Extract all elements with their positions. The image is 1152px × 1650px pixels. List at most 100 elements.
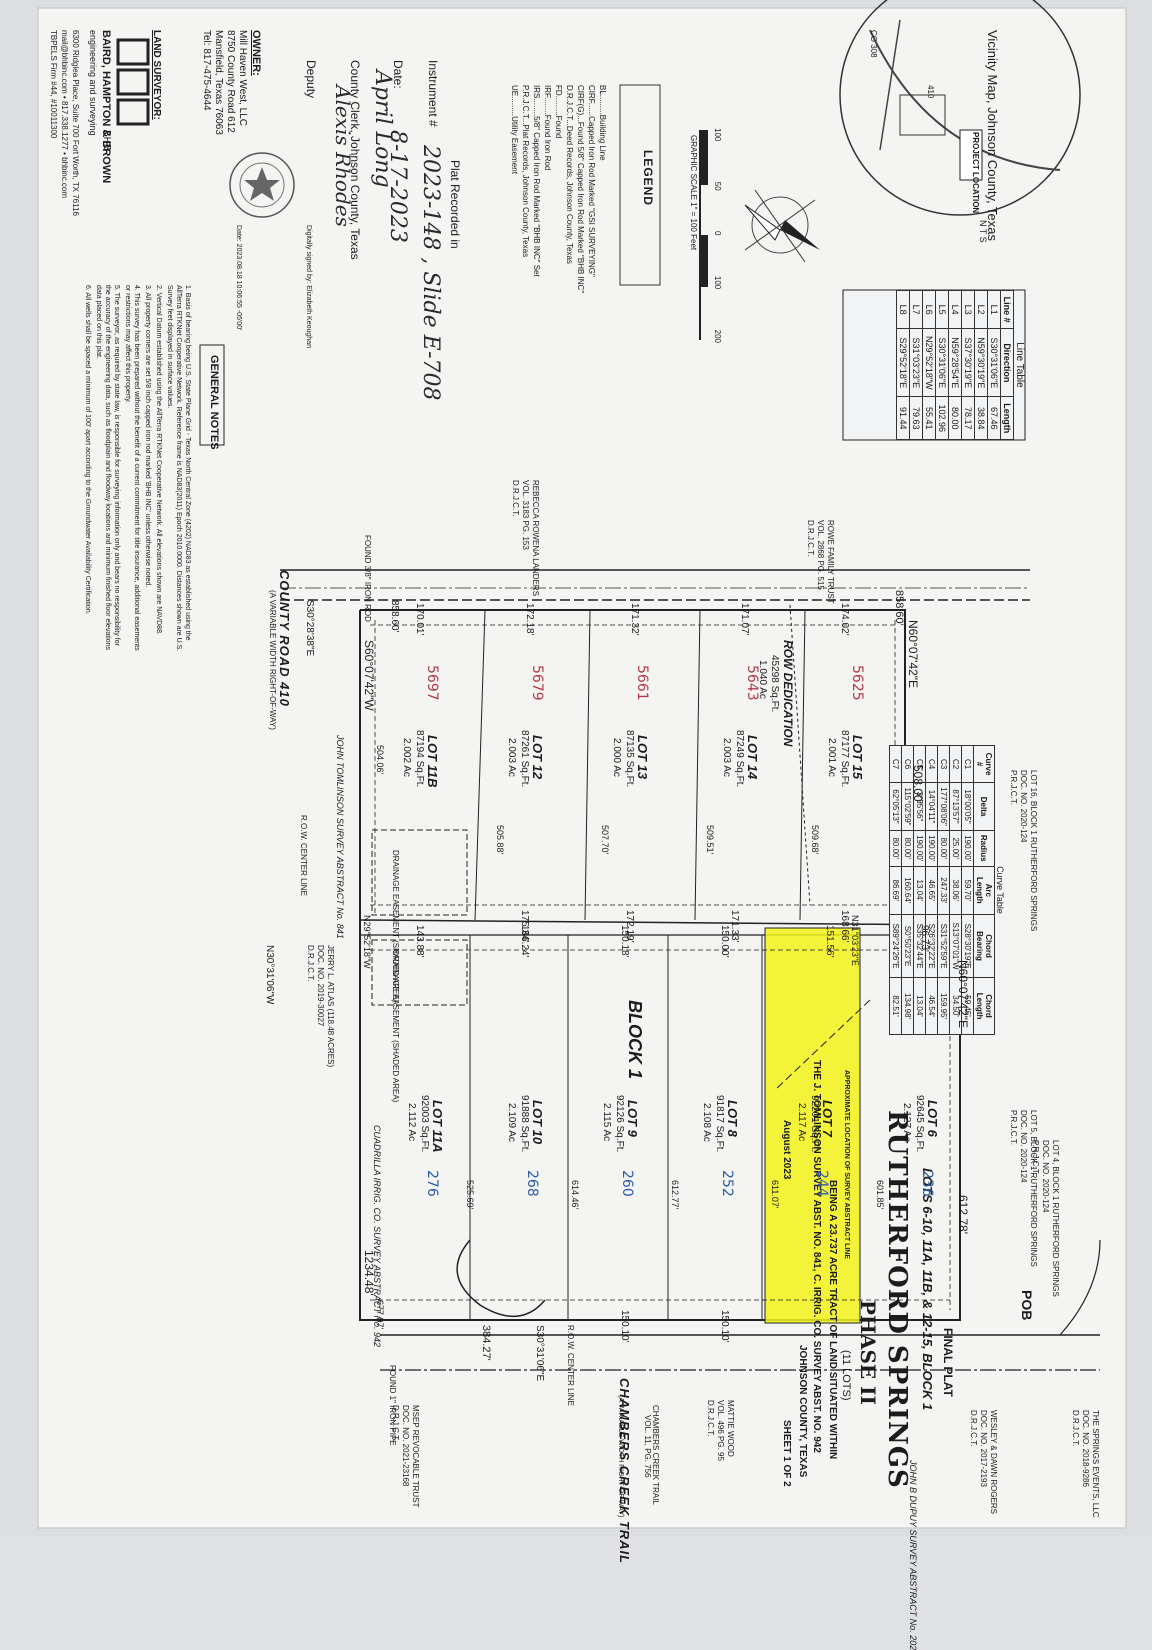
curve-table-cell: S89°24'26"E	[889, 914, 902, 978]
row-dedication-ac: 1.040 Ac	[757, 660, 768, 699]
owner-line: 8750 County Road 612	[225, 30, 236, 133]
curve-table-cell: 159.95'	[937, 977, 950, 1035]
adjoiner-name: LOT 16, BLOCK 1 RUTHERFORD SPRINGS	[1029, 770, 1038, 932]
legend-item: CIRF(G)...Found 5/8" Capped Iron Rod Mar…	[576, 85, 585, 294]
frontage-mid: 171.33'	[729, 910, 740, 943]
line-table-cell: S31°03'23"E	[909, 328, 923, 397]
adjoiner-record: DOC. NO. 2020-124	[1041, 1140, 1050, 1213]
lot-sqft: 87194 Sq.Ft.	[414, 730, 425, 788]
frontage-low: 166.24'	[519, 925, 530, 958]
curve-table-cell: 134.98'	[901, 977, 914, 1035]
surveyor-label: LAND SURVEYOR:	[151, 30, 162, 120]
lot-acres: 2.115 Ac	[601, 1103, 612, 1142]
vicinity-road-co308: CO 308	[869, 30, 878, 58]
line-table-cell: 91.44	[896, 396, 910, 440]
line-table-cell: L8	[896, 290, 910, 329]
lot-sqft: 92201 Sq.Ft.	[809, 1095, 820, 1153]
line-table-cell: L1	[987, 290, 1001, 329]
curve-table-cell: 190.00'	[913, 830, 926, 867]
instrument-value: 2023-148 , Slide E-708	[418, 145, 443, 401]
lot-acres: 2.003 Ac	[506, 738, 517, 777]
curve-table-cell: C3	[937, 745, 950, 783]
west-bearing: S60°07'42"W	[362, 640, 376, 711]
curve-table-cell: 13.04'	[913, 977, 926, 1035]
curve-table-cell: C7	[889, 745, 902, 783]
row-dedication-sqft: 45298 Sq.Ft.	[769, 655, 780, 713]
frontage-low: 150.18'	[619, 925, 630, 958]
curve-table-header: Curve #	[973, 745, 995, 783]
row-dedication-title: ROW DEDICATION	[781, 640, 795, 747]
pob-label: POB	[1019, 1290, 1035, 1321]
county-seal	[229, 152, 295, 218]
lot-depth: 677.97'	[375, 1300, 385, 1330]
found-rod-label: FOUND 3/8" IRON ROD	[363, 535, 372, 622]
lot-depth: 611.07'	[770, 1180, 780, 1209]
line-table-cell: 78.17	[961, 396, 975, 440]
block-label: BLOCK 1	[625, 1000, 645, 1080]
line-table-cell: S29°52'18"E	[896, 328, 910, 397]
title-sheet: SHEET 1 OF 2	[781, 1420, 792, 1487]
chambers-plat-rec: VOL. 11, PG. 756	[643, 1415, 652, 1478]
lot-address: 244	[814, 1170, 830, 1197]
lot-depth: 601.85'	[875, 1180, 885, 1210]
lot-acres: 2.117 Ac	[796, 1103, 807, 1142]
adjoiner-record: DOC. NO. 2020-124	[1019, 770, 1028, 843]
title-name1: RUTHERFORD SPRINGS	[882, 1110, 912, 1489]
lot-address: 252	[719, 1170, 735, 1197]
county-road-label: COUNTY ROAD 410	[277, 570, 292, 707]
lot-sqft: 87177 Sq.Ft.	[839, 730, 850, 788]
lot-acres: 2.109 Ac	[506, 1103, 517, 1142]
chambers-plat-name: CHAMBERS CREEK TRAIL	[651, 1405, 660, 1505]
curve-table-cell: 160.64'	[901, 866, 914, 915]
found-pipe-label: FOUND 1" IRON PIPE	[388, 1365, 397, 1446]
north-boundary-length: 508.00'	[911, 765, 925, 804]
line-table-header: Direction	[1000, 328, 1014, 397]
frontage-top: 171.32'	[629, 603, 640, 636]
line-table-cell: N59°30'19"E	[974, 328, 988, 397]
general-note: 5. The surveyor, as required by state la…	[95, 285, 120, 650]
curve-table-cell: 14°04'11"	[925, 782, 938, 831]
general-note: 2. Vertical Datum established using the …	[155, 285, 162, 635]
curve-table-cell: 82.51'	[889, 977, 902, 1035]
county-road-inner-length: 858.60'	[389, 600, 400, 633]
lot-name: LOT 7	[820, 1100, 835, 1137]
legend-item: CIRF......Capped Iron Rod Marked "GSI SU…	[587, 85, 596, 277]
lot-acres: 2.112 Ac	[406, 1103, 417, 1142]
lot-name: LOT 6	[925, 1100, 940, 1137]
line-table-header: Length	[1000, 396, 1014, 440]
curve-table-cell: C4	[925, 745, 938, 783]
deputy-label: Deputy	[304, 60, 318, 99]
lot-acres: 2.003 Ac	[721, 738, 732, 777]
lot-sqft: 87249 Sq.Ft.	[734, 730, 745, 788]
lot-depth: 505.88'	[495, 825, 505, 855]
adjoiner-name: JERRY L. ATLAS (118.48 ACRES)	[326, 945, 335, 1068]
chambers-bearing: S30°31'06"E	[534, 1325, 545, 1382]
lot-address: 5625	[849, 665, 865, 701]
adjoiner-record2: D.R.J.C.T.	[306, 945, 315, 982]
lot-address: 268	[524, 1170, 540, 1197]
line-table-cell: 38.84	[974, 396, 988, 440]
drainage-label-2: DRAINAGE EASEMENT (SHADED AREA)	[391, 950, 400, 1103]
legend-item: P.R.J.C.T...Plat Records, Johnson County…	[521, 85, 530, 258]
adjoiner-record: DOC. NO. 2021-23168	[401, 1405, 410, 1487]
lot-depth: 507.70'	[600, 825, 610, 855]
lot-address: 276	[424, 1170, 440, 1197]
curve-table-title: Curve Table	[995, 866, 1005, 914]
line-table-cell: S37°30'19"E	[961, 328, 975, 397]
frontage-top: 174.02'	[839, 603, 850, 636]
curve-table-cell: 87°13'57"	[949, 782, 962, 831]
frontage-low: 143.88'	[414, 925, 425, 958]
owner-line: Mill Haven West, LLC	[237, 30, 248, 126]
lot-name: LOT 8	[725, 1100, 740, 1137]
east-bearing: N60°07'42"E	[956, 960, 970, 1029]
bhb-logo	[116, 38, 150, 126]
general-note: 1. Basis of bearing being U.S. State Pla…	[166, 285, 191, 652]
